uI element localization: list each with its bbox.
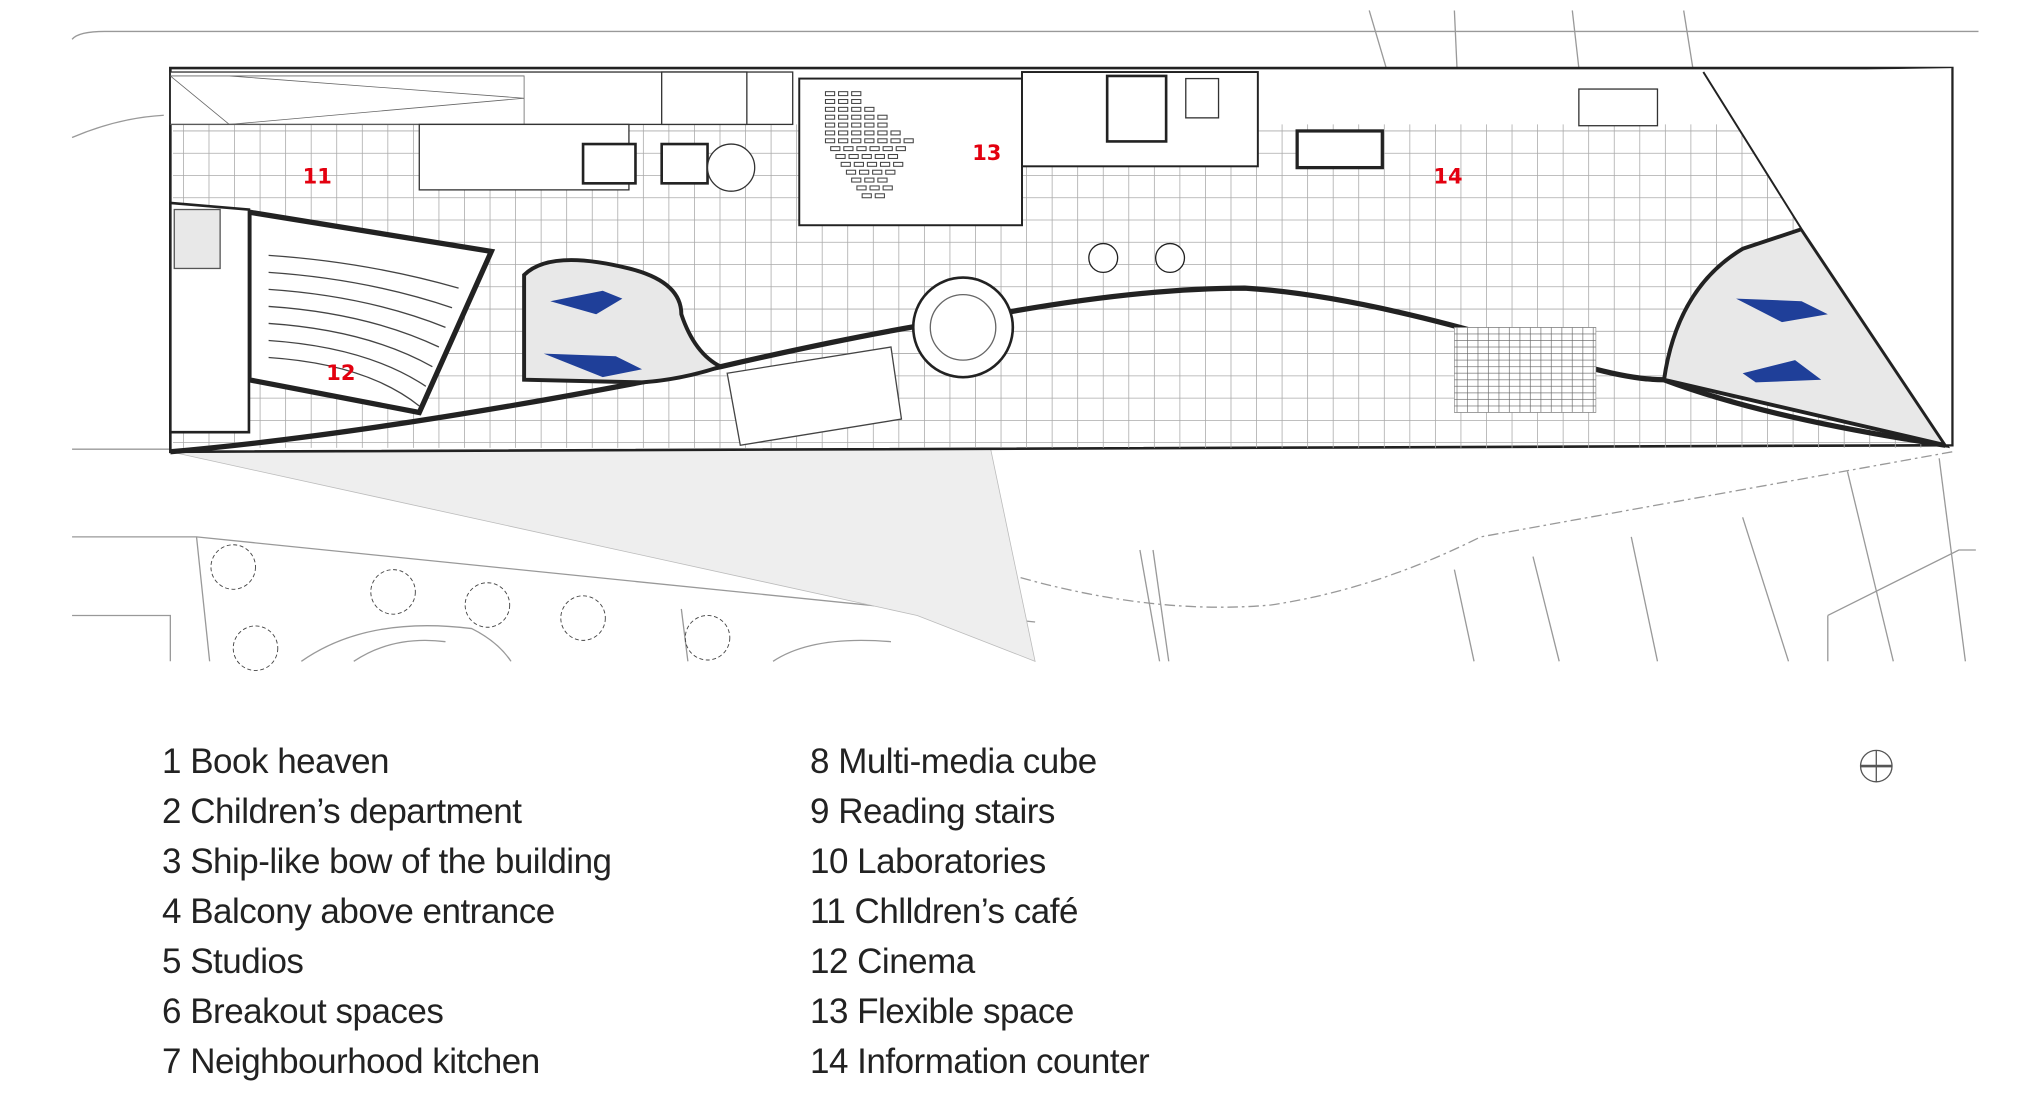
tree (464, 582, 511, 628)
legend-item-12: 12 Cinema (810, 942, 975, 981)
legend-item-1: 1 Book heaven (162, 742, 390, 781)
legend-item-7: 7 Neighbourhood kitchen (162, 1042, 540, 1081)
legend-item-10: 10 Laboratories (810, 842, 1046, 881)
legend-item-4: 4 Balcony above entrance (162, 892, 555, 931)
room-label-13: 13 (972, 141, 1001, 165)
legend-item-8: 8 Multi-media cube (810, 742, 1097, 781)
room-label-14: 14 (1433, 164, 1462, 188)
room-label-11: 11 (303, 164, 332, 188)
legend-item-9: 9 Reading stairs (810, 792, 1055, 831)
legend-item-5: 5 Studios (162, 942, 304, 981)
north-arrow-icon (1859, 749, 1893, 783)
legend-item-11: 11 Chlldren’s café (810, 892, 1078, 931)
legend-item-2: 2 Children’s department (162, 792, 522, 831)
tree (370, 569, 416, 615)
building (169, 66, 1954, 455)
tree (210, 544, 256, 590)
trees (210, 544, 731, 671)
tree (684, 615, 731, 661)
tree (232, 625, 279, 671)
reading-stair-accent (543, 290, 643, 378)
legend-item-3: 3 Ship-like bow of the building (162, 842, 612, 881)
legend-item-14: 14 Information counter (810, 1042, 1150, 1081)
legend-item-6: 6 Breakout spaces (162, 992, 444, 1031)
legend-item-13: 13 Flexible space (810, 992, 1074, 1031)
room-label-12: 12 (326, 361, 355, 385)
street-lines (71, 10, 1979, 662)
tree (560, 595, 606, 641)
